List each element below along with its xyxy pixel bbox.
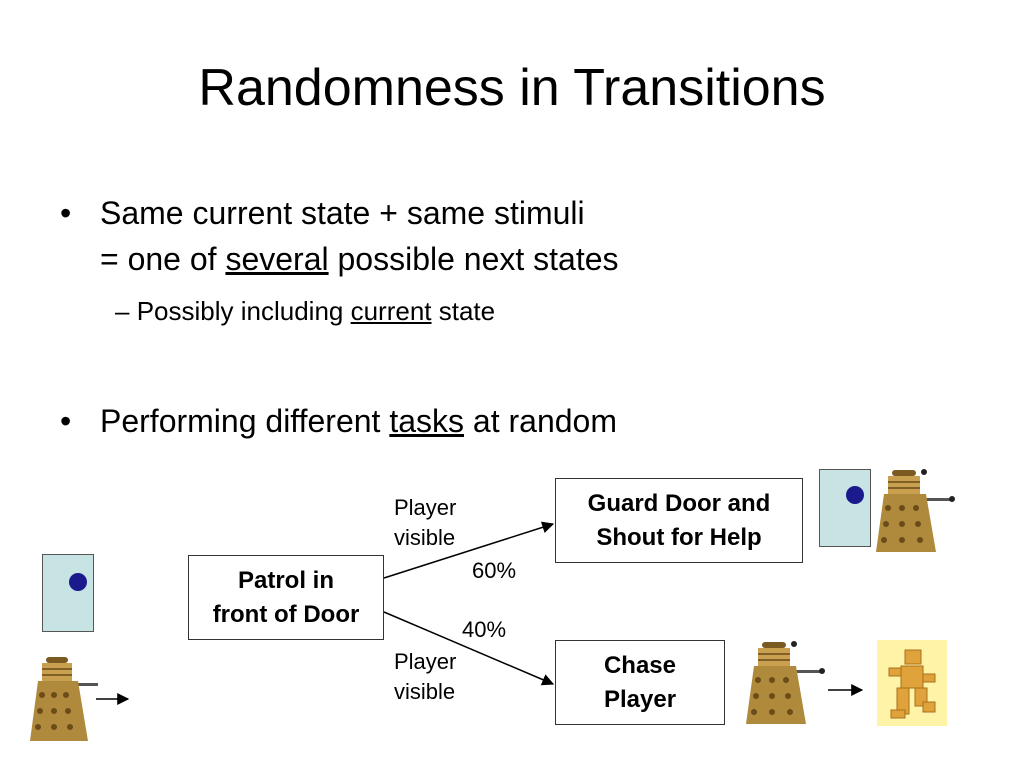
- state-label-line: front of Door: [212, 600, 360, 628]
- edge-top-probability: 60%: [472, 558, 517, 583]
- bullet-dot: •: [60, 403, 72, 439]
- edge-top-condition: Player visible: [394, 493, 456, 553]
- text-segment: = one of: [100, 241, 226, 277]
- sub-bullet-current-state: – Possibly including current state: [115, 294, 495, 328]
- edge-patrol-to-chase: [383, 611, 555, 686]
- bullet-text: Performing different tasks at random: [100, 398, 617, 444]
- state-guard-label: Guard Door and Shout for Help: [588, 487, 771, 555]
- dalek-icon: [30, 657, 98, 741]
- door-knob-icon: [69, 573, 87, 591]
- door-icon: [42, 554, 94, 632]
- door-icon: [819, 469, 871, 547]
- condition-line: Player: [394, 649, 457, 674]
- dalek-icon: [876, 469, 955, 552]
- condition-line: visible: [394, 679, 456, 704]
- state-label-line: Patrol in: [237, 566, 334, 594]
- bullet-line-2: = one of several possible next states: [100, 236, 619, 282]
- text-segment: Performing different: [100, 403, 390, 439]
- state-patrol: Patrol in front of Door: [188, 555, 384, 640]
- state-chase-player: Chase Player: [555, 640, 725, 725]
- underlined-word-current: current: [350, 296, 432, 326]
- state-patrol-label: Patrol in front of Door: [213, 564, 360, 632]
- state-chase-label: Chase Player: [604, 649, 676, 717]
- bullet-same-state: • Same current state + same stimuli = on…: [60, 190, 820, 282]
- bullet-dot: •: [60, 195, 72, 231]
- dalek-icon: [746, 641, 825, 724]
- condition-line: Player: [394, 495, 457, 520]
- bullet-line-1: Same current state + same stimuli: [100, 195, 585, 231]
- state-label-line: Player: [603, 685, 677, 713]
- slide-title: Randomness in Transitions: [198, 59, 826, 117]
- edge-patrol-to-guard: [383, 521, 555, 579]
- state-label-line: Chase: [603, 651, 677, 679]
- state-guard-door: Guard Door and Shout for Help: [555, 478, 803, 563]
- state-label-line: Shout for Help: [596, 523, 762, 551]
- underlined-word-several: several: [225, 241, 329, 277]
- condition-line: visible: [394, 525, 456, 550]
- text-segment: state: [431, 296, 496, 326]
- door-knob-icon: [846, 486, 864, 504]
- text-segment: Possibly including: [136, 296, 351, 326]
- text-segment: at random: [464, 403, 617, 439]
- underlined-word-tasks: tasks: [389, 403, 465, 439]
- sub-bullet-dash: –: [115, 296, 130, 326]
- text-segment: possible next states: [328, 241, 619, 277]
- state-label-line: Guard Door and: [587, 489, 771, 517]
- bullet-different-tasks: • Performing different tasks at random: [60, 398, 820, 444]
- edge-bottom-condition: Player visible: [394, 647, 456, 707]
- player-icon: [877, 640, 947, 726]
- edge-bottom-probability: 40%: [462, 617, 507, 642]
